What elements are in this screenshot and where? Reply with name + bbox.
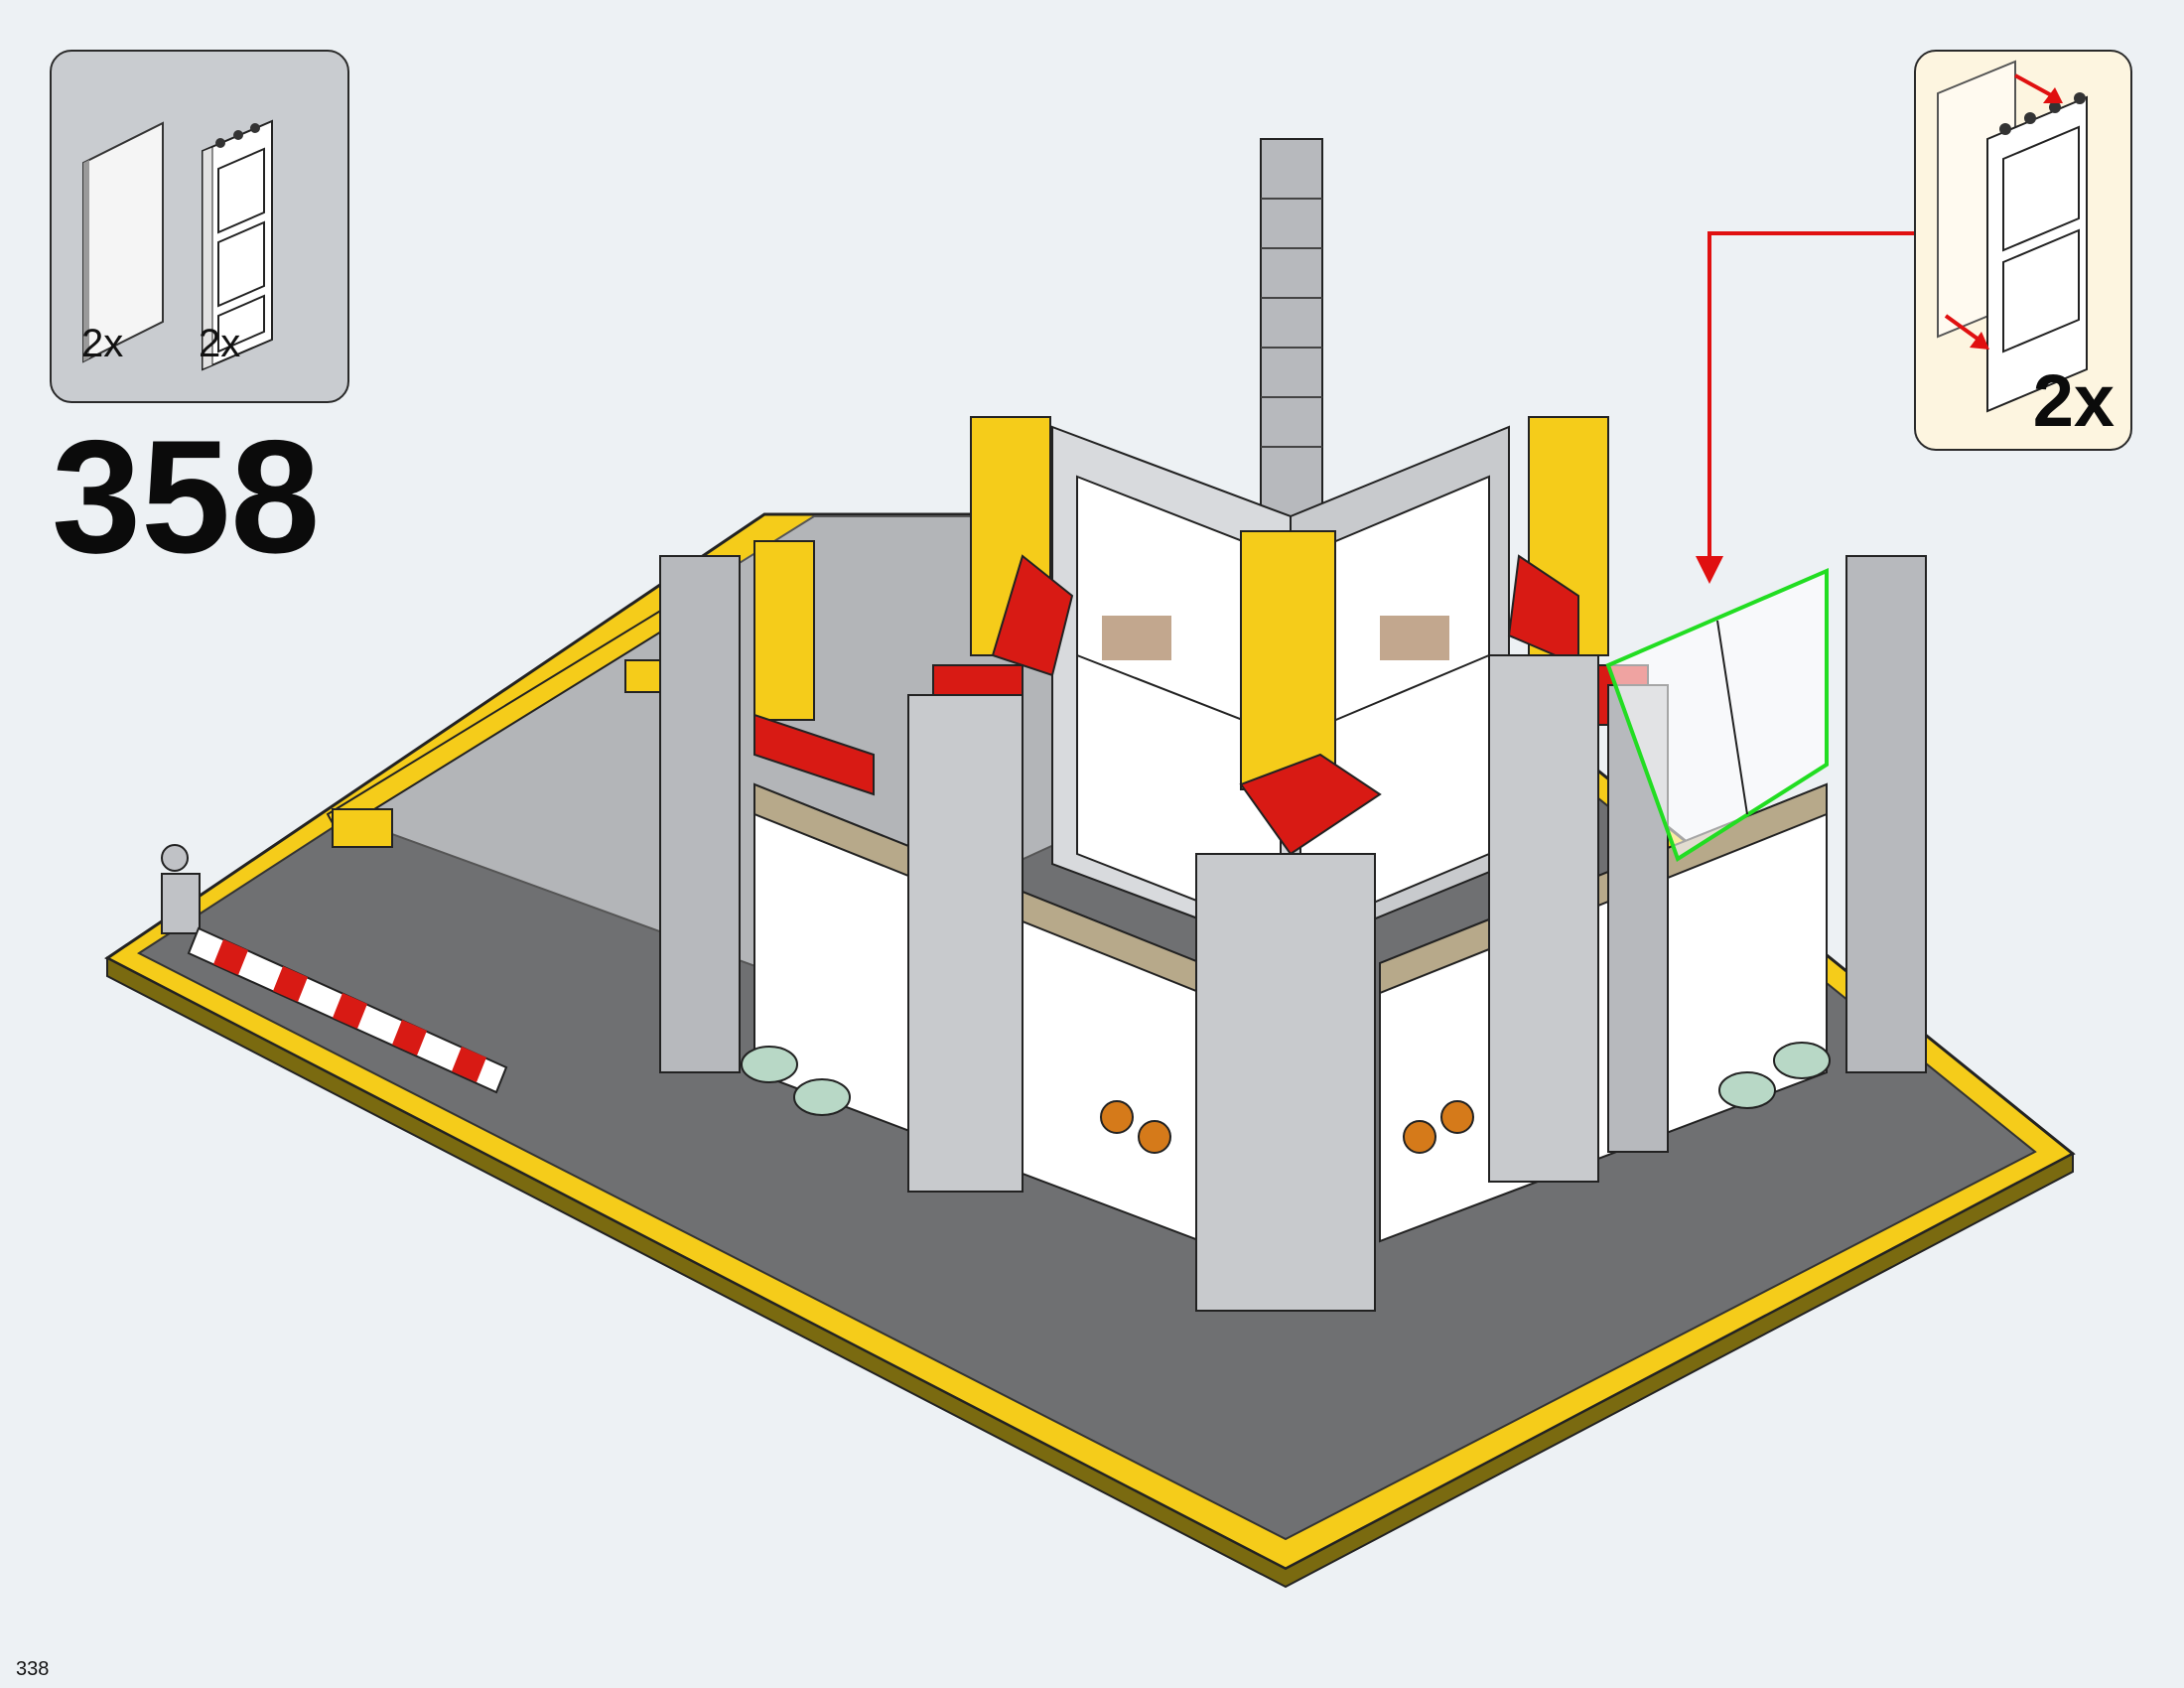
step-number: 358 — [52, 407, 321, 587]
barrier-gate — [161, 844, 508, 1094]
upper-walls — [1051, 425, 1510, 955]
plant-pots — [741, 1042, 1831, 1116]
central-column — [1260, 138, 1323, 517]
curb-strip — [326, 594, 697, 848]
parts-quantity: 2x — [81, 322, 124, 365]
assembly-arrow — [1944, 73, 2063, 350]
window-assembly-icon — [1937, 60, 2088, 413]
red-accents — [753, 554, 1649, 856]
new-window-highlight — [1605, 567, 1829, 863]
glass-pane-icon — [82, 121, 164, 363]
callout-quantity: 2x — [2032, 359, 2115, 442]
page-number: 338 — [16, 1658, 50, 1680]
gray-pillars — [659, 555, 1927, 1312]
parts-list: 2x 2x — [50, 50, 349, 403]
placement-arrow — [1696, 231, 1914, 584]
parts-quantity: 2x — [199, 322, 241, 365]
white-window-frame-icon — [202, 119, 273, 371]
sub-assembly-callout: 2x — [1914, 50, 2132, 451]
